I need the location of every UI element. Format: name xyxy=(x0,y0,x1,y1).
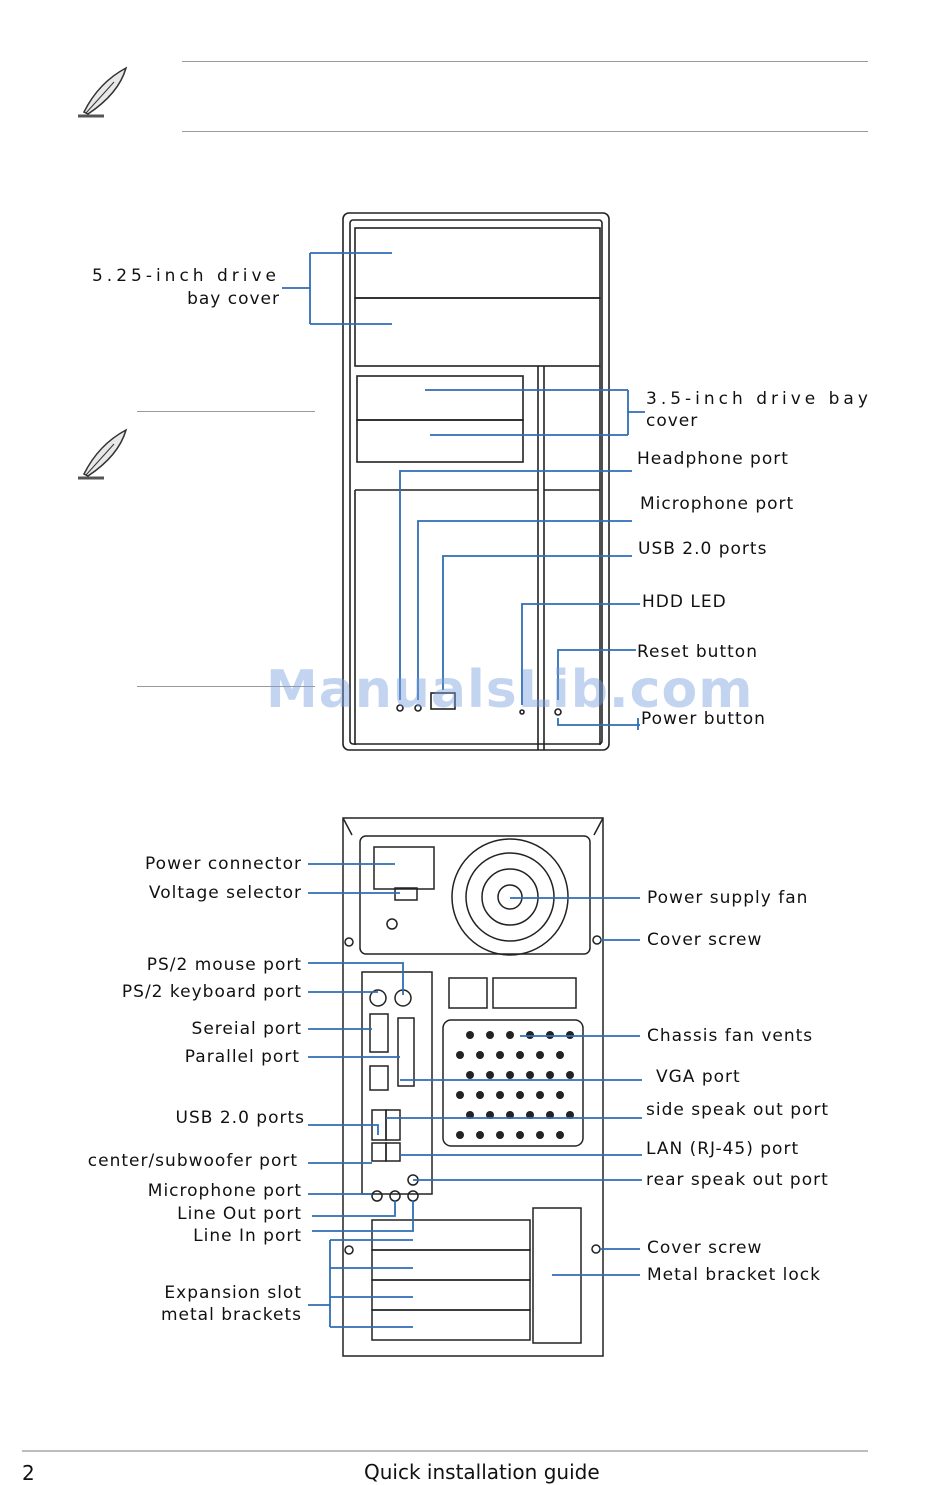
label-cover-screw-bottom: Cover screw xyxy=(647,1238,763,1258)
label-ps2-keyboard-port: PS/2 keyboard port xyxy=(121,982,302,1002)
label-lan-port: LAN (RJ-45) port xyxy=(646,1139,800,1159)
label-rear-usb-ports: USB 2.0 ports xyxy=(175,1108,305,1128)
label-reset-button: Reset button xyxy=(637,642,758,662)
label-metal-bracket-lock: Metal bracket lock xyxy=(647,1265,821,1285)
label-parallel-port: Parallel port xyxy=(184,1047,300,1067)
label-expansion-slot-line2: metal brackets xyxy=(161,1305,302,1325)
note-feather-icon xyxy=(74,62,134,122)
page-number: 2 xyxy=(22,1461,35,1485)
label-headphone-port: Headphone port xyxy=(637,449,789,469)
side-note-rule-top xyxy=(137,411,315,412)
label-line-out-port: Line Out port xyxy=(177,1204,302,1224)
watermark: ManualsLib.com xyxy=(266,660,754,720)
label-front-microphone-port: Microphone port xyxy=(640,494,795,514)
label-voltage-selector: Voltage selector xyxy=(148,883,302,903)
note-rule-top xyxy=(182,61,868,62)
label-chassis-fan-vents: Chassis fan vents xyxy=(647,1026,814,1046)
label-ps2-mouse-port: PS/2 mouse port xyxy=(146,955,302,975)
footer-rule xyxy=(22,1450,868,1452)
note-feather-icon xyxy=(74,424,134,484)
rear-panel-drawing xyxy=(308,817,642,1357)
label-525-drive-bay-line1: 5.25-inch drive xyxy=(91,266,280,286)
label-front-usb-ports: USB 2.0 ports xyxy=(638,539,768,559)
label-power-connector: Power connector xyxy=(145,854,302,874)
label-line-in-port: Line In port xyxy=(193,1226,302,1246)
label-35-drive-bay-line2: cover xyxy=(646,411,699,431)
front-panel-drawing xyxy=(282,212,645,751)
label-center-subwoofer-port: center/subwoofer port xyxy=(87,1151,298,1171)
label-cover-screw-top: Cover screw xyxy=(647,930,763,950)
label-expansion-slot-line1: Expansion slot xyxy=(164,1283,302,1303)
side-note-rule-bottom xyxy=(137,686,315,687)
label-525-drive-bay-line2: bay cover xyxy=(187,289,280,309)
note-rule-bottom xyxy=(182,131,868,132)
footer-title: Quick installation guide xyxy=(364,1460,600,1484)
label-side-speak-out-port: side speak out port xyxy=(646,1100,830,1120)
label-hdd-led: HDD LED xyxy=(642,592,727,612)
label-power-button: Power button xyxy=(641,709,766,729)
label-rear-speak-out-port: rear speak out port xyxy=(646,1170,829,1190)
label-rear-microphone-port: Microphone port xyxy=(147,1181,302,1201)
label-35-drive-bay-line1: 3.5-inch drive bay xyxy=(646,389,872,409)
label-vga-port: VGA port xyxy=(656,1067,741,1087)
label-serial-port: Sereial port xyxy=(191,1019,302,1039)
label-power-supply-fan: Power supply fan xyxy=(647,888,809,908)
